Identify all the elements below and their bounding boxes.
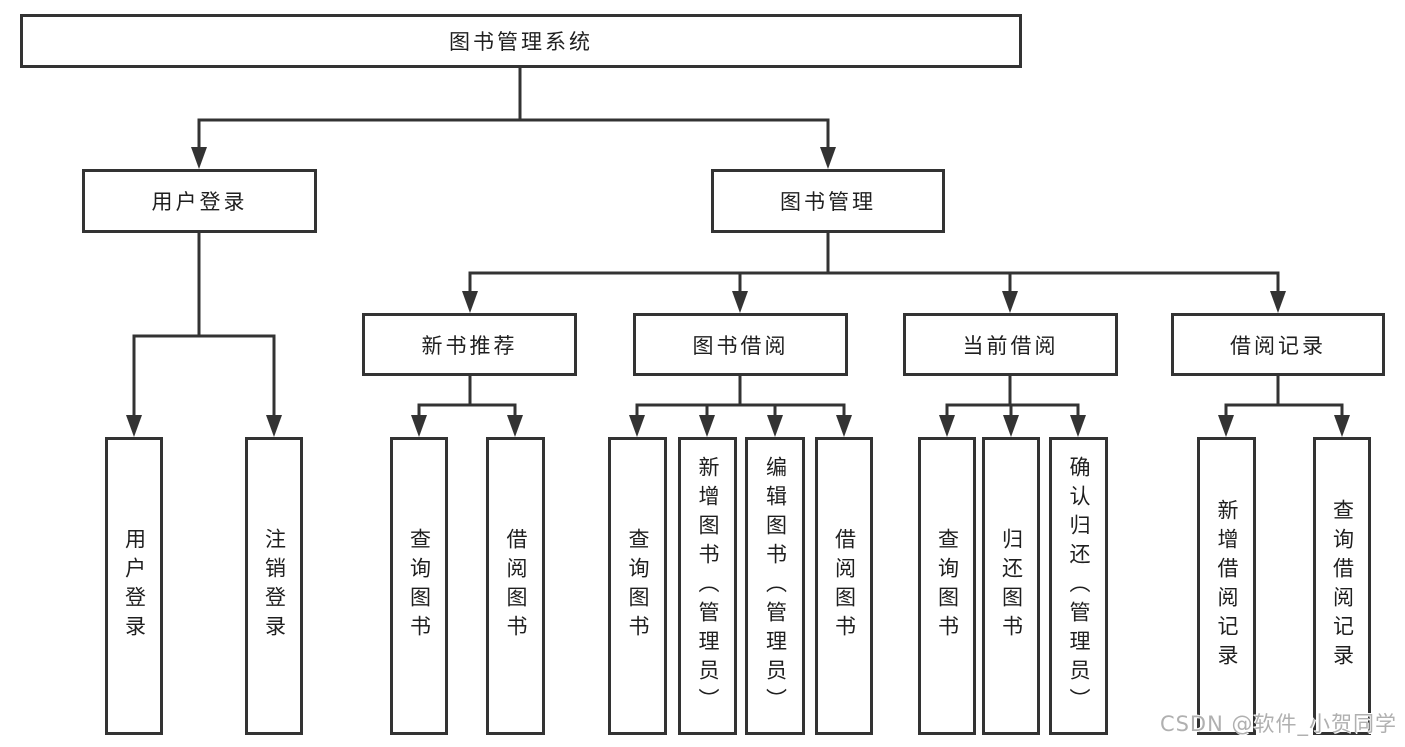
leaf-logout: 注销登录 [245, 437, 303, 735]
node-book-borrowing: 图书借阅 [633, 313, 848, 376]
leaf-confirm-return-admin: 确认归还（管理员） [1049, 437, 1108, 735]
leaf-query-books-current: 查询图书 [918, 437, 976, 735]
leaf-user-login: 用户登录 [105, 437, 163, 735]
node-book-management: 图书管理 [711, 169, 945, 233]
node-user-login: 用户登录 [82, 169, 317, 233]
leaf-edit-book-admin: 编辑图书（管理员） [745, 437, 805, 735]
leaf-add-borrow-record: 新增借阅记录 [1197, 437, 1256, 735]
node-current-borrowing: 当前借阅 [903, 313, 1118, 376]
leaf-add-book-admin: 新增图书（管理员） [678, 437, 737, 735]
leaf-borrow-books-recommend: 借阅图书 [486, 437, 545, 735]
leaf-query-borrow-record: 查询借阅记录 [1313, 437, 1371, 735]
leaf-return-books: 归还图书 [982, 437, 1040, 735]
node-root-system: 图书管理系统 [20, 14, 1022, 68]
csdn-watermark: CSDN @软件_小贺同学 [1159, 712, 1397, 736]
leaf-query-books-recommend: 查询图书 [390, 437, 448, 735]
leaf-borrow-books: 借阅图书 [815, 437, 873, 735]
leaf-query-books-borrow: 查询图书 [608, 437, 667, 735]
node-new-book-recommend: 新书推荐 [362, 313, 577, 376]
node-borrowing-records: 借阅记录 [1171, 313, 1385, 376]
